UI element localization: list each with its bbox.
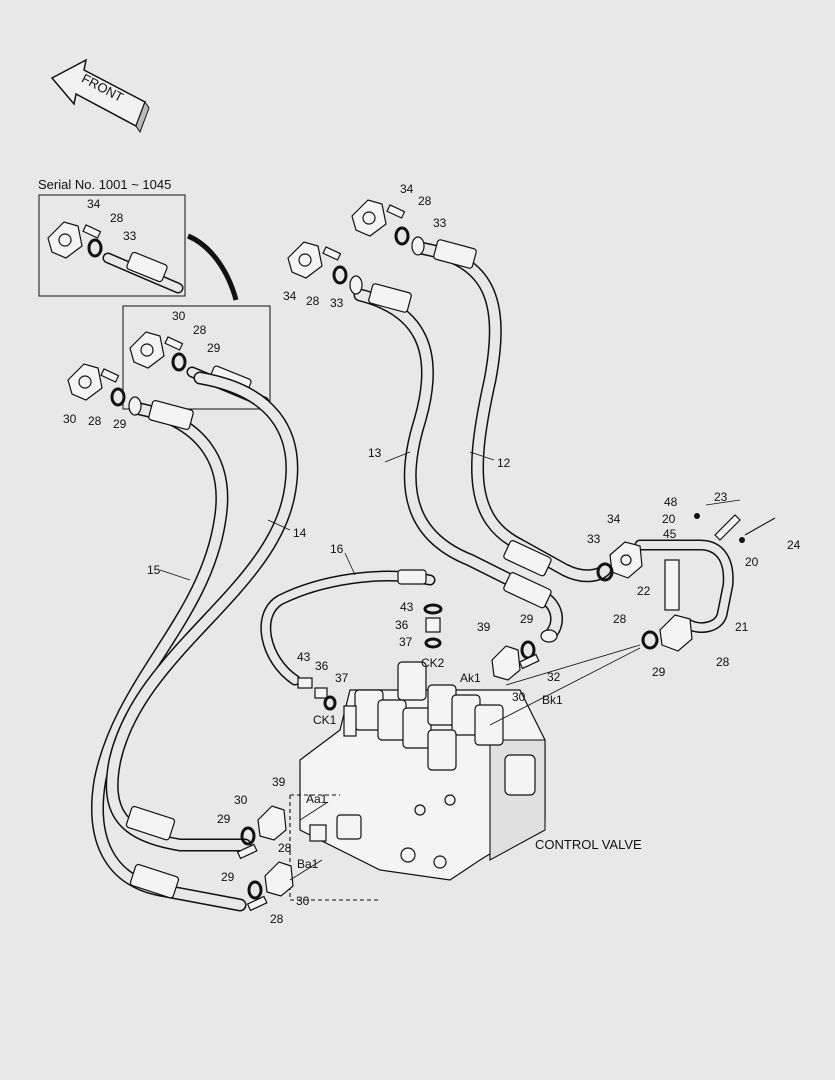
control-valve-body: [289, 661, 546, 901]
label-43b: 43: [297, 650, 311, 664]
label-29b: 29: [217, 812, 231, 826]
label-ck2: CK2: [421, 656, 445, 670]
left-fittings: [67, 363, 142, 416]
label-33r: 33: [587, 532, 601, 546]
serial-inset-title: Serial No. 1001 ~ 1045: [38, 177, 171, 192]
label-39a: 39: [477, 620, 491, 634]
front-arrow: FRONT: [50, 58, 150, 134]
hose-15: [91, 399, 247, 912]
label-30c: 30: [296, 894, 310, 908]
label-43a: 43: [400, 600, 414, 614]
right-pipe-assembly: [596, 513, 776, 652]
label-aa1: Aa1: [306, 792, 328, 806]
hose-13: [353, 283, 563, 643]
label-left-28: 28: [88, 414, 102, 428]
inset-box-1: [38, 194, 186, 297]
inset-box-2: [122, 305, 271, 410]
label-24: 24: [787, 538, 801, 552]
label-28r2: 28: [716, 655, 730, 669]
label-inset1-28: 28: [110, 211, 124, 225]
label-top-33b: 33: [433, 216, 447, 230]
label-29r: 29: [652, 665, 666, 679]
leader-lines: [159, 451, 741, 881]
inset1-parts: [47, 221, 184, 294]
control-valve-title: CONTROL VALVE: [535, 837, 642, 852]
label-30b: 30: [234, 793, 248, 807]
label-ba1: Ba1: [297, 857, 319, 871]
label-32: 32: [547, 670, 561, 684]
label-39b: 39: [272, 775, 286, 789]
label-37a: 37: [399, 635, 413, 649]
label-inset2-29: 29: [207, 341, 221, 355]
label-28c: 28: [270, 912, 284, 926]
top-fittings: [287, 199, 425, 295]
label-left-29: 29: [113, 417, 127, 431]
label-21: 21: [735, 620, 749, 634]
label-23: 23: [714, 490, 728, 504]
label-ak1: Ak1: [460, 671, 481, 685]
label-20a: 20: [662, 512, 676, 526]
label-36b: 36: [315, 659, 329, 673]
hose-16: [260, 569, 436, 686]
label-top-33a: 33: [330, 296, 344, 310]
valve-spools: [354, 661, 504, 771]
label-inset1-33: 33: [123, 229, 137, 243]
label-inset2-28: 28: [193, 323, 207, 337]
label-hose-14: 14: [293, 526, 307, 540]
label-48: 48: [664, 495, 678, 509]
label-ck1: CK1: [313, 713, 337, 727]
label-29c: 29: [221, 870, 235, 884]
valve-port-fittings: [236, 603, 540, 912]
label-28r: 28: [613, 612, 627, 626]
label-left-30: 30: [63, 412, 77, 426]
label-top-28a: 28: [306, 294, 320, 308]
label-28b: 28: [278, 841, 292, 855]
hose-12: [413, 239, 612, 583]
label-hose-15: 15: [147, 563, 161, 577]
label-top-34b: 34: [400, 182, 414, 196]
label-29a: 29: [520, 612, 534, 626]
label-top-34a: 34: [283, 289, 297, 303]
label-22: 22: [637, 584, 651, 598]
label-36a: 36: [395, 618, 409, 632]
label-37b: 37: [335, 671, 349, 685]
label-inset2-30: 30: [172, 309, 186, 323]
label-hose-16: 16: [330, 542, 344, 556]
label-34r: 34: [607, 512, 621, 526]
label-hose-12: 12: [497, 456, 511, 470]
label-hose-13: 13: [368, 446, 382, 460]
label-45: 45: [663, 527, 677, 541]
label-30a: 30: [512, 690, 526, 704]
label-inset1-34: 34: [87, 197, 101, 211]
label-bk1: Bk1: [542, 693, 563, 707]
inset-pointer: [186, 233, 239, 301]
hose-14: [105, 371, 299, 852]
label-top-28b: 28: [418, 194, 432, 208]
callout-labels: 34 28 33 30 28 29 34 28 33 34 28 33 30 2…: [63, 182, 801, 926]
label-20b: 20: [745, 555, 759, 569]
